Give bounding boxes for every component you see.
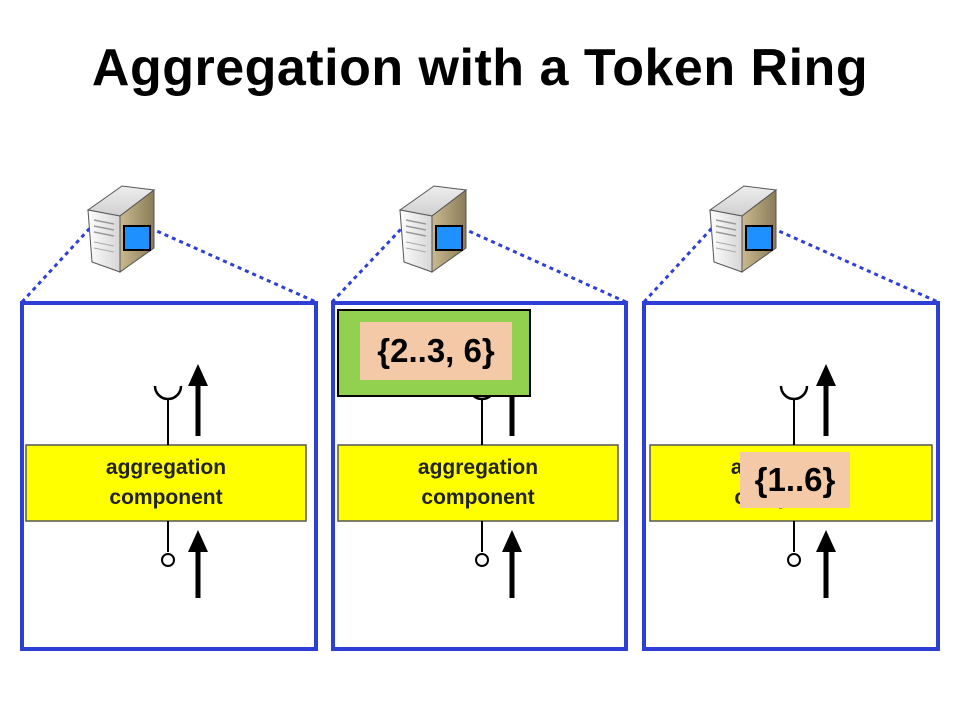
dashed-link bbox=[461, 226, 627, 304]
provided-interface-icon bbox=[475, 553, 489, 567]
node-frame bbox=[331, 301, 628, 651]
up-arrow-icon bbox=[816, 364, 836, 436]
required-interface-icon bbox=[153, 385, 183, 401]
dashed-link bbox=[771, 226, 939, 304]
dashed-link bbox=[330, 226, 404, 304]
aggregation-component bbox=[337, 444, 619, 522]
provided-interface-icon bbox=[161, 553, 175, 567]
token-node-2: {2..3, 6} bbox=[360, 322, 512, 380]
server-icon bbox=[398, 185, 468, 273]
node-2 bbox=[330, 185, 628, 651]
up-arrow-icon bbox=[188, 530, 208, 598]
node-frame bbox=[642, 301, 940, 651]
server-icon bbox=[86, 185, 156, 273]
dashed-link bbox=[20, 226, 92, 304]
slide-title: Aggregation with a Token Ring bbox=[91, 39, 869, 97]
up-arrow-icon bbox=[502, 530, 522, 598]
aggregation-component bbox=[25, 444, 307, 522]
token-node-3: {1..6} bbox=[740, 452, 850, 508]
node-frame bbox=[20, 301, 318, 651]
dashed-link bbox=[642, 226, 714, 304]
provided-interface-icon bbox=[787, 553, 801, 567]
up-arrow-icon bbox=[816, 530, 836, 598]
node-3 bbox=[642, 185, 940, 651]
required-interface-icon bbox=[779, 385, 809, 401]
node-1 bbox=[20, 185, 318, 651]
dashed-link bbox=[149, 226, 317, 304]
up-arrow-icon bbox=[188, 364, 208, 436]
server-icon bbox=[708, 185, 778, 273]
